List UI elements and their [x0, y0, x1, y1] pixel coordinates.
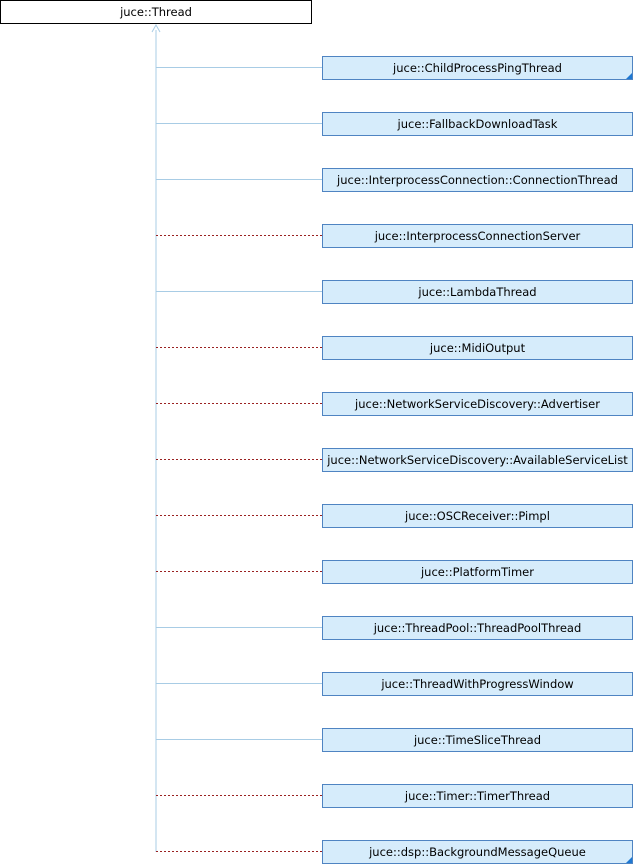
derived-class-label: juce::ThreadPool::ThreadPoolThread	[373, 621, 582, 635]
derived-class-box[interactable]	[322, 560, 633, 584]
derived-class-label: juce::LambdaThread	[417, 285, 536, 299]
derived-class-box[interactable]	[322, 448, 633, 472]
derived-class-node[interactable]: juce::dsp::BackgroundMessageQueue	[322, 840, 633, 864]
derived-class-label: juce::MidiOutput	[429, 341, 526, 355]
derived-class-box[interactable]	[322, 616, 633, 640]
derived-class-node[interactable]: juce::NetworkServiceDiscovery::Advertise…	[322, 392, 633, 416]
more-subclasses-marker-icon	[626, 857, 632, 863]
derived-class-label: juce::Timer::TimerThread	[404, 789, 550, 803]
more-subclasses-marker-icon	[626, 73, 632, 79]
inheritance-arrow-icon	[151, 23, 161, 33]
derived-class-node[interactable]: juce::ThreadPool::ThreadPoolThread	[322, 616, 633, 640]
derived-class-label: juce::TimeSliceThread	[413, 733, 541, 747]
derived-class-node[interactable]: juce::LambdaThread	[322, 280, 633, 304]
derived-class-node[interactable]: juce::FallbackDownloadTask	[322, 112, 633, 136]
derived-class-box[interactable]	[322, 784, 633, 808]
derived-class-node[interactable]: juce::MidiOutput	[322, 336, 633, 360]
derived-class-box[interactable]	[322, 336, 633, 360]
derived-class-box[interactable]	[322, 280, 633, 304]
derived-class-node[interactable]: juce::PlatformTimer	[322, 560, 633, 584]
derived-class-box[interactable]	[322, 168, 633, 192]
derived-class-node[interactable]: juce::NetworkServiceDiscovery::Available…	[322, 448, 633, 472]
derived-class-label: juce::NetworkServiceDiscovery::Available…	[326, 453, 628, 467]
derived-class-label: juce::InterprocessConnection::Connection…	[336, 173, 618, 187]
derived-class-label: juce::dsp::BackgroundMessageQueue	[368, 845, 586, 859]
derived-class-node[interactable]: juce::OSCReceiver::Pimpl	[322, 504, 633, 528]
derived-class-box[interactable]	[322, 728, 633, 752]
derived-class-box[interactable]	[322, 672, 633, 696]
derived-class-label: juce::InterprocessConnectionServer	[374, 229, 581, 243]
derived-class-node[interactable]: juce::InterprocessConnectionServer	[322, 224, 633, 248]
derived-class-label: juce::ChildProcessPingThread	[392, 61, 562, 75]
derived-class-label: juce::FallbackDownloadTask	[397, 117, 558, 131]
derived-class-node[interactable]: juce::ThreadWithProgressWindow	[322, 672, 633, 696]
base-class-label: juce::Thread	[119, 5, 192, 19]
derived-class-box[interactable]	[322, 392, 633, 416]
derived-class-box[interactable]	[322, 504, 633, 528]
derived-class-node[interactable]: juce::Timer::TimerThread	[322, 784, 633, 808]
derived-class-box[interactable]	[322, 224, 633, 248]
derived-class-node[interactable]: juce::TimeSliceThread	[322, 728, 633, 752]
derived-class-node[interactable]: juce::InterprocessConnection::Connection…	[322, 168, 633, 192]
derived-class-label: juce::PlatformTimer	[420, 565, 534, 579]
derived-class-label: juce::OSCReceiver::Pimpl	[404, 509, 550, 523]
derived-class-box[interactable]	[322, 112, 633, 136]
derived-class-node[interactable]: juce::ChildProcessPingThread	[322, 56, 633, 80]
base-class-node[interactable]: juce::Thread	[0, 0, 312, 24]
derived-class-box[interactable]	[322, 56, 633, 80]
derived-class-label: juce::ThreadWithProgressWindow	[380, 677, 573, 691]
derived-class-label: juce::NetworkServiceDiscovery::Advertise…	[354, 397, 600, 411]
